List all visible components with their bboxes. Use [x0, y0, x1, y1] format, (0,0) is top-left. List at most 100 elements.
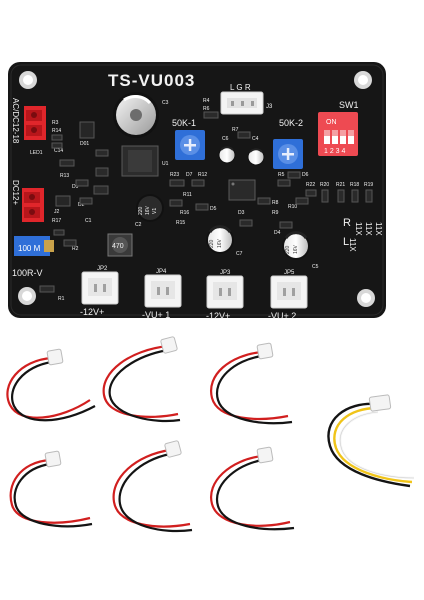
x11-2: 11X: [364, 222, 373, 236]
c2-cap-value: 220: [138, 206, 144, 215]
r1-label: R1: [58, 296, 65, 302]
input-voltage-label: AC/DC12-18: [11, 98, 20, 144]
d2-label: D2: [78, 202, 85, 208]
capacitor-c5: 220 16V: [282, 231, 310, 260]
d5-label: D5: [210, 206, 217, 212]
led1-label: LED1: [30, 150, 43, 156]
pot1-label: 50K-1: [172, 118, 196, 128]
r9-label: R9: [272, 210, 279, 216]
d01-label: D01: [80, 141, 89, 147]
vu-meter-driver-board: TS-VU003 L G R J3 R4 R6 C3: [8, 62, 386, 321]
conn-label-1: -12V+: [80, 307, 104, 317]
jp2-label: JP2: [97, 266, 108, 272]
r12-label: R12: [198, 172, 207, 178]
jp5-label: JP5: [284, 270, 295, 276]
op-amp-ic: [228, 179, 256, 201]
dip-switch-sw1: [318, 112, 358, 156]
voltage-regulator: [121, 145, 159, 177]
cable-2pin-2: [102, 336, 181, 423]
trimmer-100-label: 100 M: [18, 244, 41, 253]
dip-on-label: ON: [326, 119, 337, 126]
r18-label: R18: [350, 182, 359, 188]
inductor-value: 470: [112, 243, 124, 250]
c2-cap-v1: V1: [152, 208, 158, 214]
x11-1: 11X: [354, 222, 363, 236]
r13-label: R13: [60, 173, 69, 179]
r14-label: R14: [52, 128, 61, 134]
inductor: [107, 233, 133, 257]
right-col-r: R: [343, 217, 351, 229]
conn-label-2: -VU+ 1: [142, 310, 170, 320]
connector-jp5: [270, 275, 308, 309]
cable-3pin: [327, 394, 415, 488]
output-terminal-block: [22, 188, 44, 222]
pot2-label: 50K-2: [279, 118, 303, 128]
jp4-label: JP4: [156, 269, 167, 275]
d7-label: D7: [186, 172, 193, 178]
trimmer-50k-1: [175, 130, 205, 160]
r3-label: R3: [52, 120, 59, 126]
c7-label: C7: [236, 251, 243, 257]
resistor-row: R22 R20 R21 R18 R19: [305, 182, 373, 203]
r23-label: R23: [170, 172, 179, 178]
connector-jp4: [144, 274, 182, 308]
capacitor-c6: [218, 146, 236, 164]
x11-3: 11X: [374, 222, 383, 236]
cable-2pin-4: [9, 450, 93, 528]
cable-2pin-6: [209, 446, 295, 531]
d3-label: D3: [238, 210, 245, 216]
capacitor-c4: [247, 148, 265, 166]
r16-label: R16: [180, 210, 189, 216]
lgr-label: L G R: [230, 83, 251, 92]
c6-label: C6: [222, 136, 229, 142]
dc12-label: DC12+: [11, 180, 20, 205]
c14-label: C14: [54, 148, 63, 154]
mounting-holes: [18, 71, 375, 307]
r20-label: R20: [320, 182, 329, 188]
c5-label: C5: [312, 264, 319, 270]
capacitor-c3: [113, 92, 159, 138]
dip-numbers: 1 2 3 4: [324, 148, 346, 155]
c7-cap-value: 220: [209, 239, 215, 248]
trimmer-100r: [14, 236, 54, 256]
c5-cap-voltage: 16V: [293, 244, 299, 254]
r21-label: R21: [336, 182, 345, 188]
capacitor-c7: 220 16V: [206, 225, 234, 254]
c2-cap-voltage: 16V: [145, 205, 151, 215]
r5-label: R5: [278, 172, 285, 178]
sw1-label: SW1: [339, 100, 359, 110]
c5-cap-value: 220: [285, 245, 291, 254]
r11-label: R11: [183, 192, 192, 198]
d6-label: D6: [302, 172, 309, 178]
r15-label: R15: [176, 220, 185, 226]
c1-label: C1: [85, 218, 92, 224]
r22-label: R22: [306, 182, 315, 188]
u1-label: U1: [162, 161, 169, 167]
power-terminal-block: [24, 106, 46, 140]
r17-label: R17: [52, 218, 61, 224]
r19-label: R19: [364, 182, 373, 188]
cable-2pin-1: [6, 348, 96, 422]
right-col-l1: L: [343, 236, 349, 248]
r10-label: R10: [288, 204, 297, 210]
c2-label: C2: [135, 222, 142, 228]
conn-label-4: -VU+ 2: [268, 311, 296, 321]
connector-jp2: [81, 271, 119, 305]
input-connector-j3: [220, 91, 264, 115]
r7-label: R7: [232, 127, 239, 133]
d9-label: D9: [72, 184, 79, 190]
c3-label: C3: [162, 100, 169, 106]
cable-2pin-5: [112, 440, 193, 533]
capacitor-c2: 220 16V V1: [136, 194, 164, 222]
x11-4: 11X: [348, 238, 357, 252]
trimmer-50k-2: [273, 139, 303, 169]
connector-jp3: [206, 275, 244, 309]
j2-label: J2: [54, 209, 60, 215]
r4-label: R4: [203, 98, 210, 104]
conn-label-3: -12V+: [206, 311, 230, 321]
r8-label: R8: [272, 200, 279, 206]
cable-2pin-3: [209, 342, 293, 425]
c4-label: C4: [252, 136, 259, 142]
c7-cap-voltage: 16V: [217, 238, 223, 248]
d4-label: D4: [274, 230, 281, 236]
